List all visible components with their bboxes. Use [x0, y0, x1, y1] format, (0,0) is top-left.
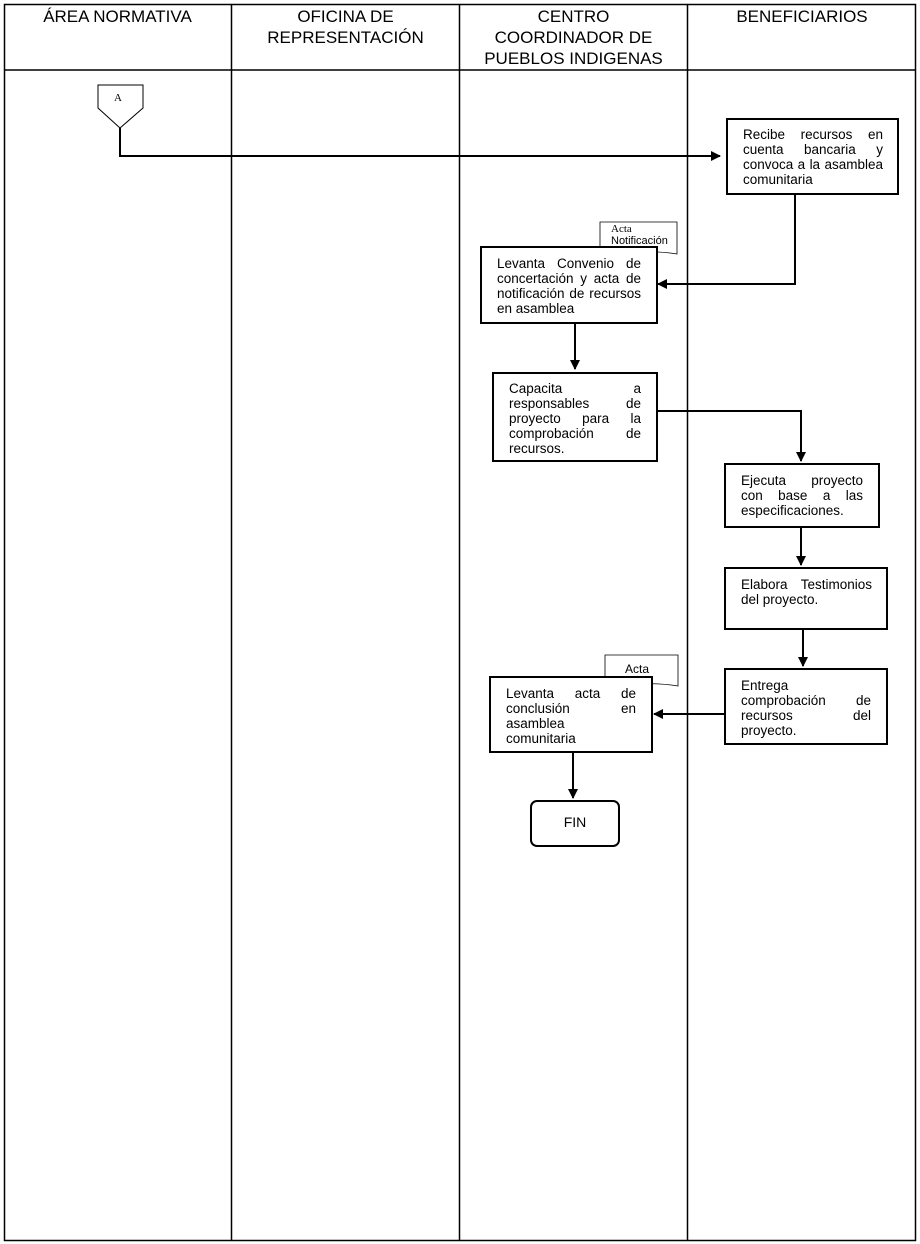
offpage-connector-shape: [97, 84, 144, 129]
flow-capacita-to-ejecuta: [657, 410, 806, 462]
step-levanta-acta-conclusion-text: Levanta acta de conclusión en asamblea c…: [506, 686, 636, 746]
step-elabora-testimonios: Elabora Testimonios del proyecto.: [724, 567, 888, 630]
step-capacita: Capacita a responsables de proyecto para…: [492, 372, 658, 462]
document-acta-notificacion-label-2: Notificación: [611, 235, 668, 247]
step-levanta-convenio: Levanta Convenio de concertación y acta …: [480, 246, 658, 324]
terminator-fin-label: FIN: [563, 814, 587, 830]
step-ejecuta-proyecto: Ejecuta proyecto con base a las especifi…: [724, 463, 880, 528]
lane-header-area-normativa: ÁREA NORMATIVA: [43, 7, 192, 26]
step-recibe-recursos-text: Recibe recursos en cuenta bancaria y con…: [743, 127, 883, 187]
lane-header-beneficiarios: BENEFICIARIOS: [736, 7, 868, 26]
document-acta-label: Acta: [625, 662, 650, 676]
terminator-fin: FIN: [530, 800, 620, 847]
lane-header-centro-coordinador: CENTRO COORDINADOR DE PUEBLOS INDIGENAS: [484, 7, 663, 68]
lane-header-oficina-representacion: OFICINA DE REPRESENTACIÓN: [267, 7, 424, 47]
step-levanta-convenio-text: Levanta Convenio de concertación y acta …: [497, 256, 641, 316]
step-levanta-acta-conclusion: Levanta acta de conclusión en asamblea c…: [489, 676, 653, 753]
step-recibe-recursos: Recibe recursos en cuenta bancaria y con…: [726, 118, 899, 195]
document-acta-notificacion-label-1: Acta: [611, 223, 632, 235]
step-entrega-comprobacion: Entrega comprobación de recursos del pro…: [724, 668, 888, 745]
step-capacita-text: Capacita a responsables de proyecto para…: [509, 381, 641, 456]
step-elabora-testimonios-text: Elabora Testimonios del proyecto.: [741, 577, 872, 607]
flow-a-to-recibe: [119, 128, 721, 161]
offpage-connector-label: A: [114, 92, 122, 104]
step-ejecuta-proyecto-text: Ejecuta proyecto con base a las especifi…: [741, 473, 863, 518]
flow-recibe-to-convenio: [657, 194, 796, 289]
step-entrega-comprobacion-text: Entrega comprobación de recursos del pro…: [741, 678, 871, 738]
